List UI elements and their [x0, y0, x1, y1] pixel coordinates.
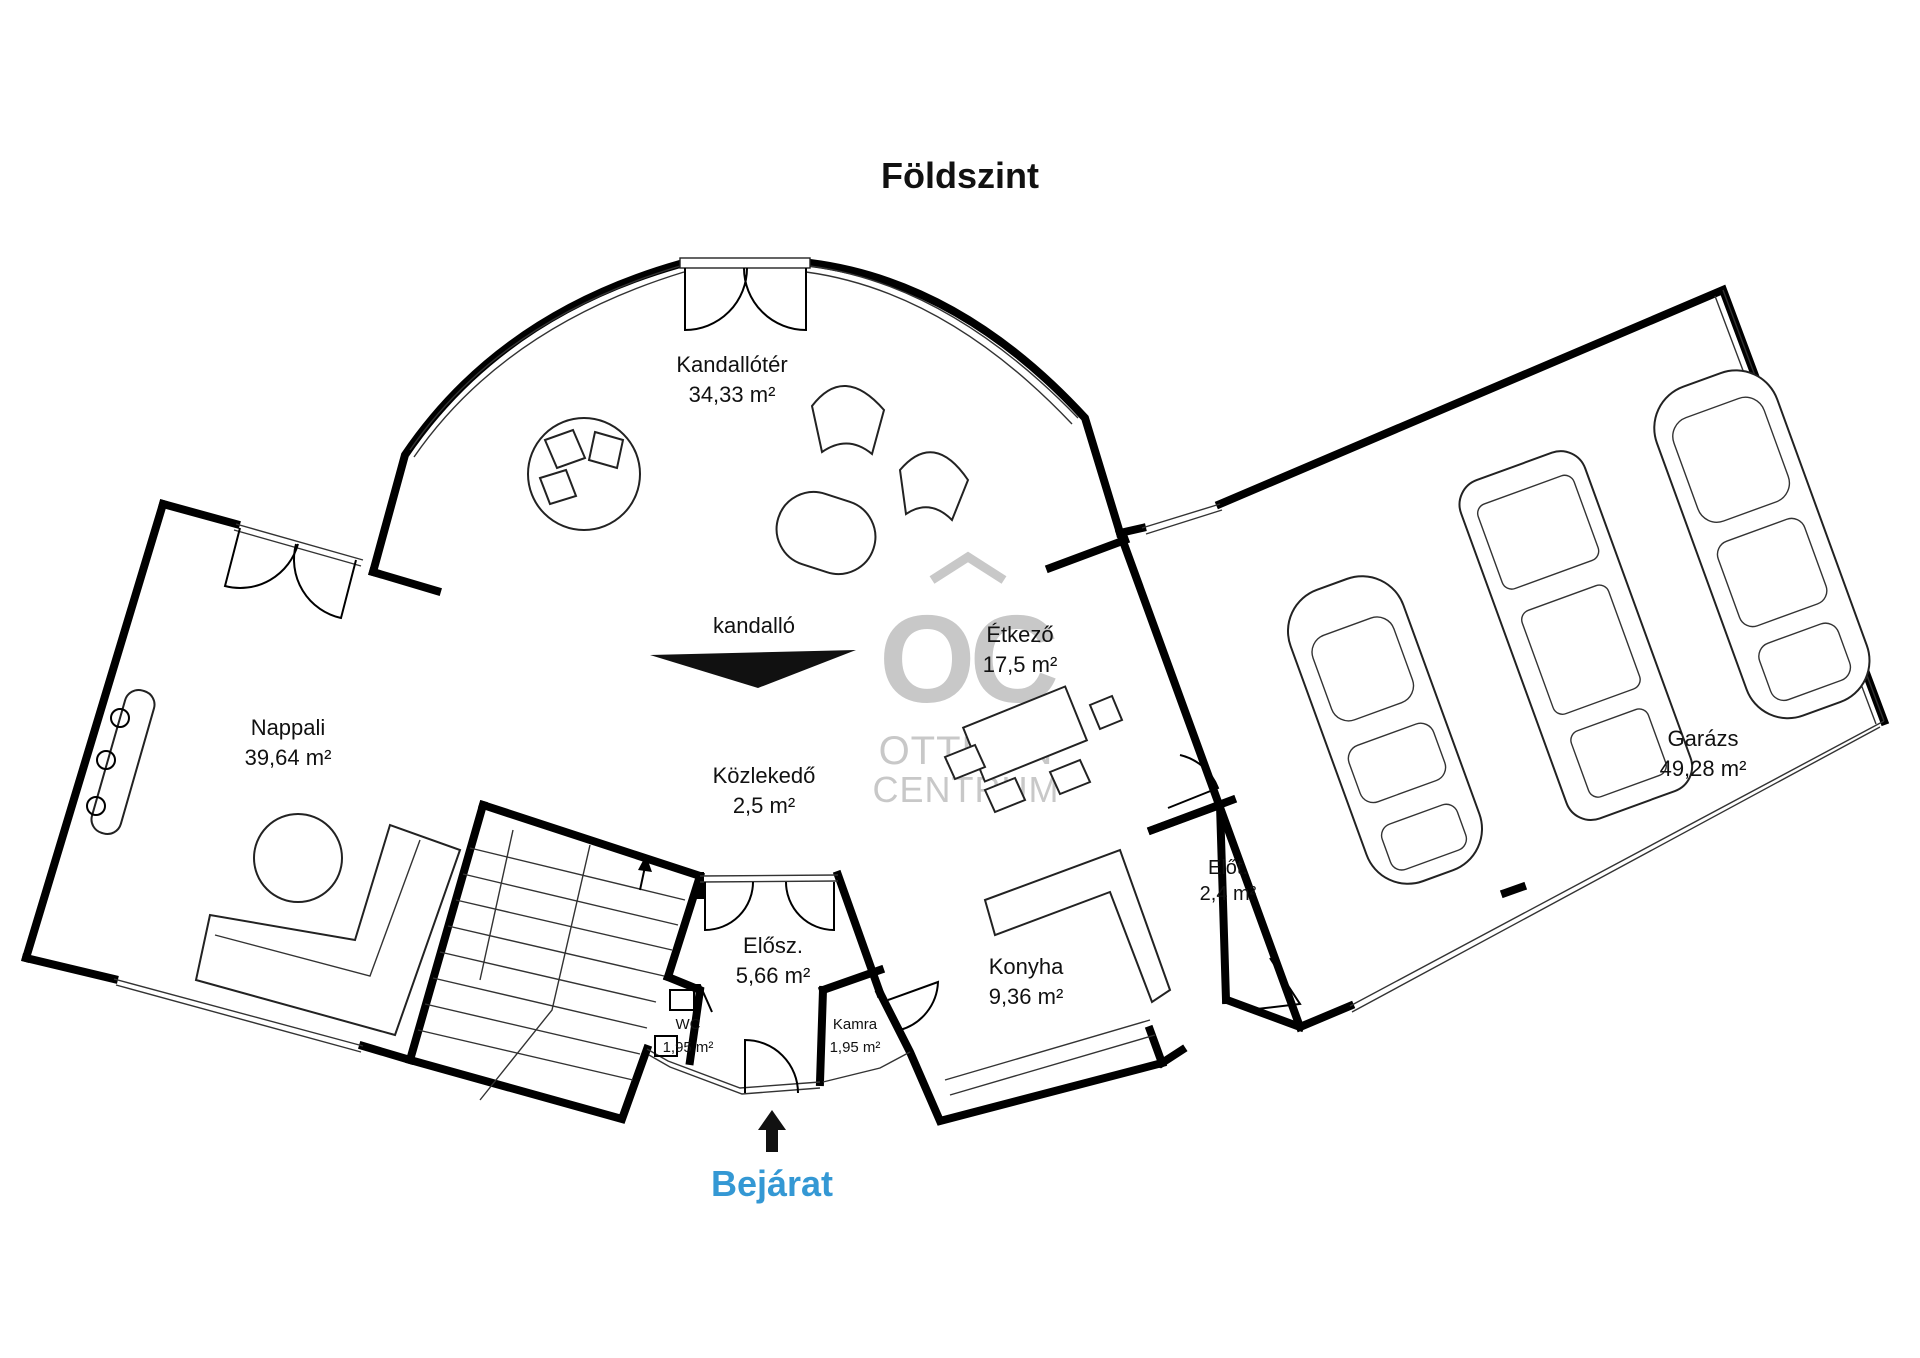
- coffee-table: [775, 490, 877, 576]
- lamp-icon: [96, 750, 116, 770]
- room-name-nappali: Nappali: [251, 715, 326, 740]
- door-entrance: [744, 1038, 799, 1094]
- dining-chair-icon: [943, 694, 1124, 814]
- door-nappali-right: [293, 543, 357, 620]
- door-top-right: [743, 267, 807, 332]
- watermark-roof-icon: [929, 551, 1007, 584]
- plan-title: Földszint: [881, 155, 1039, 196]
- car-right-icon: [1653, 369, 1871, 720]
- room-area-etkezo: 17,5 m²: [983, 652, 1058, 677]
- entrance-arrow-shaft: [766, 1128, 778, 1152]
- door-eloszoba-left: [704, 881, 754, 932]
- room-name-elot: Előt.: [1208, 857, 1248, 879]
- furniture: [86, 385, 1172, 1101]
- door-eloszoba-right: [785, 881, 835, 932]
- room-labels: Kandallótér 34,33 m² kandalló Étkező 17,…: [245, 352, 1747, 1056]
- lamp-icon: [86, 796, 106, 816]
- kitchen-counter: [983, 848, 1172, 1004]
- room-name-kamra: Kamra: [833, 1016, 878, 1033]
- door-nappali-left: [223, 527, 299, 589]
- fireplace-label: kandalló: [713, 613, 795, 638]
- cars: [1287, 369, 1871, 885]
- car-left-icon: [1287, 575, 1483, 885]
- lamp-icon: [110, 708, 130, 728]
- room-area-kamra: 1,95 m²: [830, 1039, 881, 1056]
- room-area-nappali: 39,64 m²: [245, 745, 332, 770]
- room-name-garazs: Garázs: [1668, 726, 1739, 751]
- kitchen-counter-lower: [944, 1019, 1156, 1096]
- staircase: [417, 829, 686, 1101]
- radiator-sideboard: [90, 689, 156, 835]
- sofa-icon: [194, 823, 462, 1037]
- room-area-garazs: 49,28 m²: [1660, 756, 1747, 781]
- tub-chair-icon: [810, 385, 886, 456]
- room-name-etkezo: Étkező: [986, 622, 1053, 647]
- armchair-icon: [538, 428, 625, 506]
- room-area-kandallo-ter: 34,33 m²: [689, 382, 776, 407]
- room-name-kandallo-ter: Kandallótér: [676, 352, 787, 377]
- entrance-arrow-icon: [758, 1110, 786, 1130]
- window-top: [679, 257, 811, 269]
- door-kamra: [887, 980, 940, 1031]
- door-elot: [1247, 957, 1302, 1011]
- door-wc: [680, 984, 713, 1013]
- round-rug: [527, 417, 641, 531]
- room-area-wc: 1,95 m²: [663, 1039, 714, 1056]
- room-name-konyha: Konyha: [989, 954, 1064, 979]
- round-rug-nappali: [253, 813, 343, 903]
- toilet-icon: [669, 989, 695, 1011]
- room-name-eloszoba: Elősz.: [743, 933, 803, 958]
- room-area-kozlekedo: 2,5 m²: [733, 793, 795, 818]
- sink-icon: [654, 1035, 678, 1057]
- stair-arrowhead-icon: [638, 855, 652, 872]
- room-name-wc: WC: [676, 1016, 701, 1033]
- room-name-kozlekedo: Közlekedő: [713, 763, 816, 788]
- room-area-elot: 2,4 m²: [1200, 883, 1257, 905]
- entrance-marker: Bejárat: [711, 1110, 833, 1204]
- room-area-eloszoba: 5,66 m²: [736, 963, 811, 988]
- room-area-konyha: 9,36 m²: [989, 984, 1064, 1009]
- fireplace-icon: [650, 650, 856, 688]
- door-top-left: [684, 267, 748, 332]
- door-etkezo: [1167, 754, 1220, 809]
- car-middle-icon: [1458, 450, 1694, 821]
- walls: [21, 258, 1890, 1126]
- tub-chair-icon: [898, 451, 970, 522]
- doors: [223, 267, 1302, 1094]
- entrance-label: Bejárat: [711, 1163, 833, 1204]
